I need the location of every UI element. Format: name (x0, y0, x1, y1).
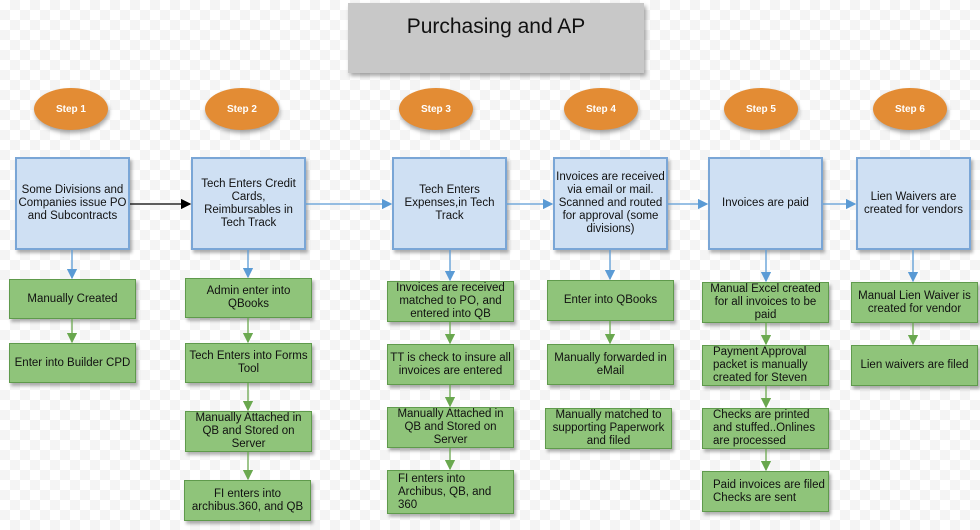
step-2-task-2: Tech Enters into Forms Tool (185, 343, 312, 383)
step-5-oval: Step 5 (724, 88, 798, 130)
step-4-main-box: Invoices are received via email or mail.… (553, 157, 668, 250)
diagram-title: Purchasing and AP (348, 3, 644, 73)
step-4-task-1: Enter into QBooks (547, 280, 674, 321)
step-1-oval: Step 1 (34, 88, 108, 130)
step-2-task-1: Admin enter into QBooks (185, 278, 312, 318)
step-6-task-2: Lien waivers are filed (851, 345, 978, 386)
step-5-task-3: Checks are printed and stuffed..Onlines … (702, 408, 829, 449)
step-3-task-2: TT is check to insure all invoices are e… (387, 344, 514, 385)
step-6-oval: Step 6 (873, 88, 947, 130)
step-2-task-4: FI enters into archibus.360, and QB (184, 480, 311, 521)
step-2-main-box: Tech Enters Credit Cards, Reimbursables … (191, 157, 306, 250)
step-3-oval: Step 3 (399, 88, 473, 130)
step-3-task-3: Manually Attached in QB and Stored on Se… (387, 407, 514, 448)
step-5-task-4: Paid invoices are filed Checks are sent (702, 471, 829, 512)
step-5-task-2: Payment Approval packet is manually crea… (702, 345, 829, 386)
step-5-task-1: Manual Excel created for all invoices to… (702, 282, 829, 323)
step-3-main-box: Tech Enters Expenses,in Tech Track (392, 157, 507, 250)
step-3-task-1: Invoices are received matched to PO, and… (387, 281, 514, 322)
step-2-oval: Step 2 (205, 88, 279, 130)
step-4-task-3: Manually matched to supporting Paperwork… (545, 408, 672, 449)
step-1-task-1: Manually Created (9, 279, 136, 319)
step-4-oval: Step 4 (564, 88, 638, 130)
step-3-task-4: FI enters into Archibus, QB, and 360 (387, 470, 514, 514)
step-4-task-2: Manually forwarded in eMail (547, 344, 674, 385)
step-1-main-box: Some Divisions and Companies issue PO an… (15, 157, 130, 250)
step-6-task-1: Manual Lien Waiver is created for vendor (851, 282, 978, 323)
step-1-task-2: Enter into Builder CPD (9, 343, 136, 383)
step-5-main-box: Invoices are paid (708, 157, 823, 250)
step-6-main-box: Lien Waivers are created for vendors (856, 157, 971, 250)
step-2-task-3: Manually Attached in QB and Stored on Se… (185, 411, 312, 452)
